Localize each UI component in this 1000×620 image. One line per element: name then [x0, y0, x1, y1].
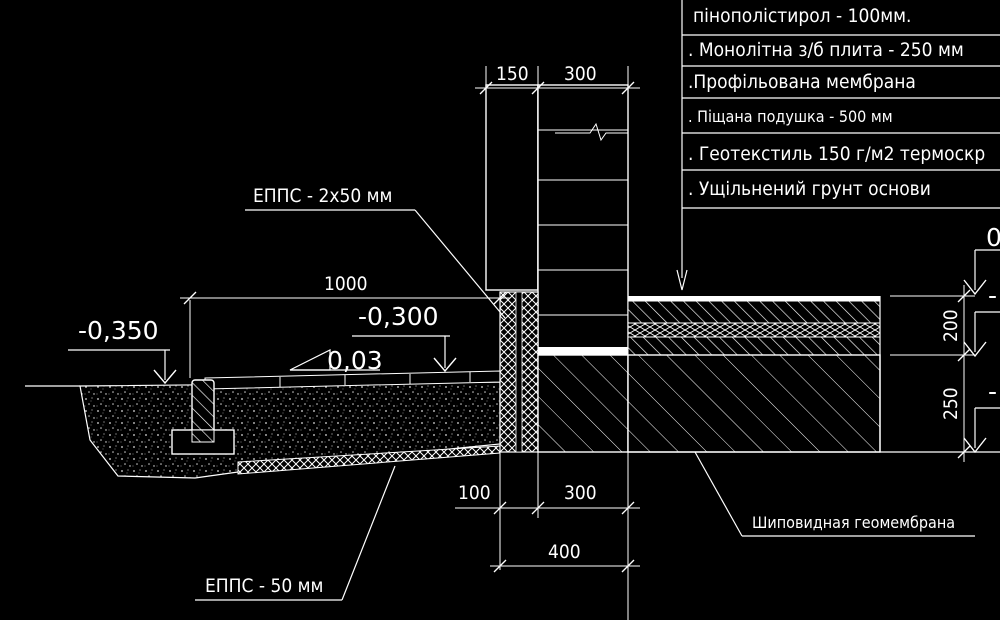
dim-top-150: 150 — [496, 63, 529, 85]
callout-epps-2x50: ЕППС - 2х50 мм — [253, 185, 392, 207]
level-minus-0350: -0,350 — [78, 316, 159, 345]
callouts: ЕППС - 2х50 мм ЕППС - 50 мм Шиповидная г… — [195, 185, 975, 601]
width-dimension: 1000 — [180, 273, 510, 378]
level-right-mid-partial: - — [988, 281, 997, 310]
layer-label-4: . Піщана подушка - 500 мм — [688, 107, 893, 126]
dim-bottom-300: 300 — [564, 482, 597, 504]
level-right-low-partial: - — [988, 377, 997, 406]
dim-bottom-400: 400 — [548, 541, 581, 563]
right-dimensions: 200 250 — [890, 285, 975, 462]
dim-width-1000: 1000 — [324, 273, 368, 295]
callout-epps-50: ЕППС - 50 мм — [205, 575, 323, 597]
layer-label-6: . Ущільнений грунт основи — [688, 178, 931, 200]
top-dimensions: 150 300 — [475, 63, 640, 95]
level-marks: -0,350 -0,300 0,03 0 - - — [68, 223, 1000, 454]
pavement-section — [25, 370, 501, 479]
dim-top-300: 300 — [564, 63, 597, 85]
level-minus-0300: -0,300 — [358, 302, 439, 331]
callout-geomembrane: Шиповидная геомембрана — [752, 513, 955, 532]
bottom-dimensions: 100 300 400 — [455, 452, 640, 620]
layer-label-5: . Геотекстиль 150 г/м2 термоскр — [688, 143, 985, 165]
dim-right-250: 250 — [940, 387, 962, 420]
layer-legend: пінополістирол - 100мм. . Монолітна з/б … — [676, 0, 1000, 291]
slope-mark: 0,03 — [327, 346, 383, 375]
layer-label-1: пінополістирол - 100мм. — [693, 5, 911, 27]
level-right-top-partial: 0 — [986, 223, 1000, 252]
dim-bottom-100: 100 — [458, 482, 491, 504]
floor-slab-layers — [627, 296, 1000, 453]
layer-label-2: . Монолітна з/б плита - 250 мм — [688, 39, 964, 61]
dim-right-200: 200 — [940, 309, 962, 342]
wall-foundation — [485, 84, 629, 453]
layer-label-3: .Профільована мембрана — [688, 71, 916, 93]
